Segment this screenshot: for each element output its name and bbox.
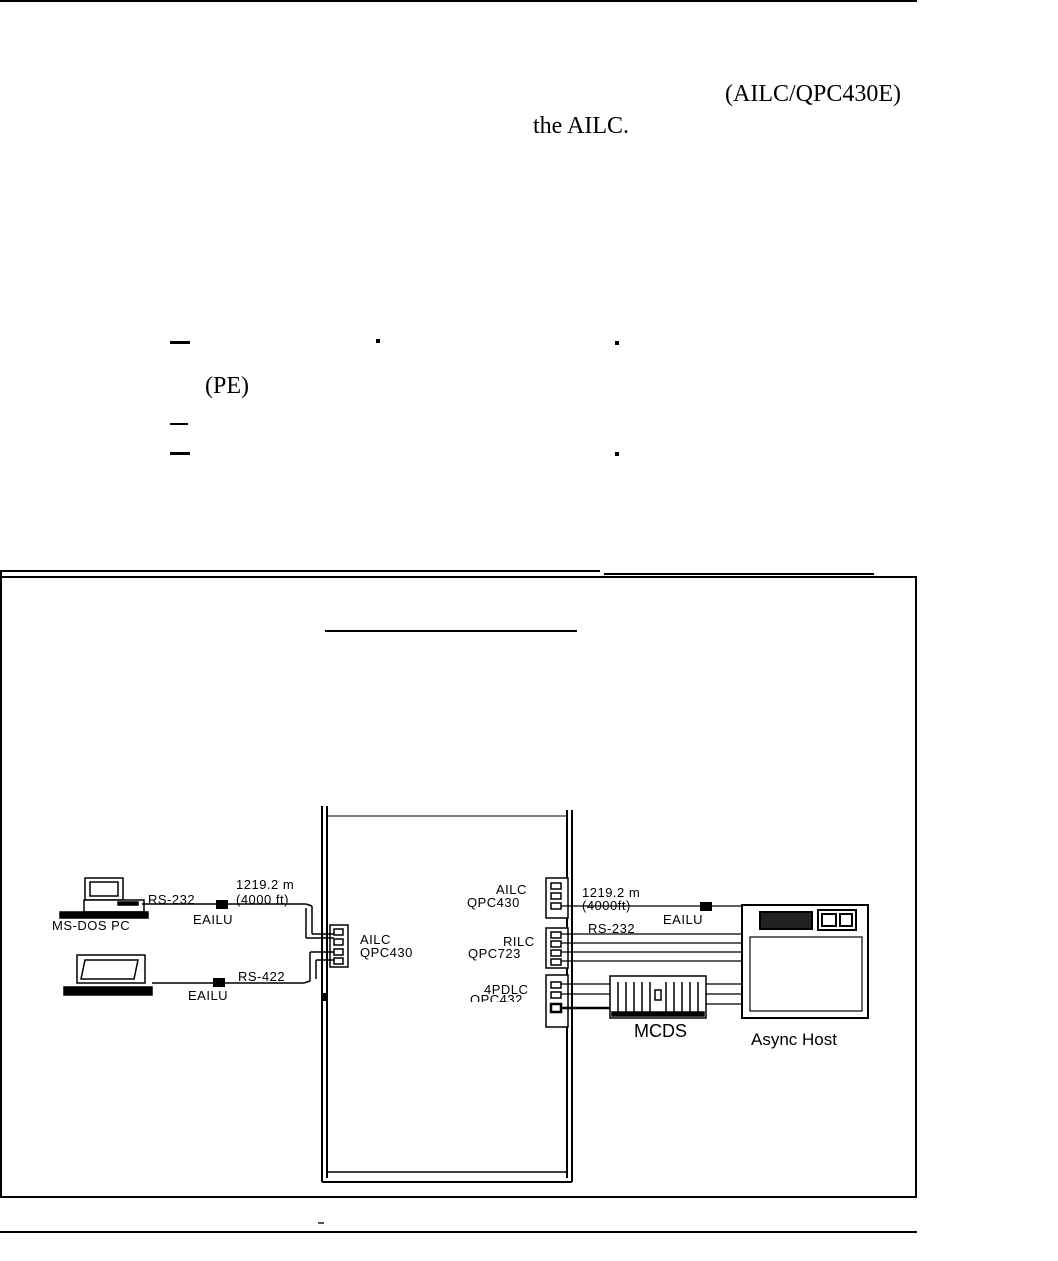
header-fragment-mid: the AILC. bbox=[533, 113, 629, 139]
left-rs422-label: RS-422 bbox=[238, 969, 286, 984]
right-distance-ft-label: (4000ft) bbox=[582, 898, 631, 913]
right-qpc430-label: QPC430 bbox=[467, 895, 520, 910]
header-fragment-right: (AILC/QPC430E) bbox=[725, 81, 901, 107]
left-ailc-card bbox=[329, 924, 349, 968]
mcds-icon bbox=[609, 975, 707, 1019]
left-ailc-label: AILC bbox=[360, 932, 391, 947]
bullet-dot-1a bbox=[376, 339, 380, 343]
right-ailc-label: AILC bbox=[496, 882, 527, 897]
bullet-pe-label: (PE) bbox=[205, 373, 249, 399]
right-eailu-label: EAILU bbox=[663, 912, 704, 927]
figure-frame-top-long bbox=[604, 573, 874, 575]
terminal-icon bbox=[63, 954, 153, 996]
left-distance-label: 1219.2 m bbox=[236, 877, 295, 892]
bullet-dot-1b bbox=[615, 341, 619, 345]
right-distance-label: 1219.2 m bbox=[582, 885, 641, 900]
figure-frame-top bbox=[0, 576, 917, 578]
eailu-block-top bbox=[216, 900, 228, 909]
footer-mark bbox=[318, 1218, 324, 1224]
bullet-dash-3 bbox=[170, 452, 190, 455]
left-qpc430-label: QPC430 bbox=[360, 945, 413, 960]
right-card-4pdlc bbox=[545, 974, 569, 1028]
eailu-block-right bbox=[700, 902, 712, 911]
bottom-rule bbox=[0, 1231, 917, 1233]
async-host-icon bbox=[741, 904, 869, 1019]
left-rs232-label: RS-232 bbox=[148, 892, 196, 907]
right-card-rilc bbox=[545, 927, 569, 969]
figure-frame-top-short bbox=[0, 570, 600, 572]
bullet-dot-3 bbox=[615, 452, 619, 456]
figure-title-underline bbox=[325, 630, 577, 632]
figure-frame-left bbox=[0, 570, 2, 1198]
cabinet bbox=[321, 806, 573, 1183]
figure-frame-bottom bbox=[0, 1196, 917, 1198]
mcds-label: MCDS bbox=[634, 1021, 687, 1041]
right-card-ailc bbox=[545, 877, 569, 919]
bullet-dash-2 bbox=[170, 423, 188, 425]
qpc723-label: QPC723 bbox=[468, 946, 521, 961]
bullet-dash-1 bbox=[170, 341, 190, 344]
qpc432-partial-label: QPC432 bbox=[470, 993, 523, 1002]
right-rs232-label: RS-232 bbox=[588, 921, 636, 936]
left-distance-ft-label: (4000 ft) bbox=[236, 892, 289, 907]
ms-dos-pc-label: MS-DOS PC bbox=[52, 918, 131, 933]
figure-frame-right bbox=[915, 576, 917, 1198]
ms-dos-pc-icon bbox=[59, 877, 149, 919]
async-host-label: Async Host bbox=[751, 1030, 837, 1049]
left-eailu-top-label: EAILU bbox=[193, 912, 234, 927]
left-eailu-bottom-label: EAILU bbox=[188, 988, 229, 1003]
rilc-label: RILC bbox=[503, 934, 535, 949]
cabinet-tick bbox=[321, 993, 327, 1001]
top-rule bbox=[0, 0, 917, 2]
4pdlc-label: 4PDLC bbox=[484, 982, 529, 997]
eailu-block-bottom bbox=[213, 978, 225, 987]
